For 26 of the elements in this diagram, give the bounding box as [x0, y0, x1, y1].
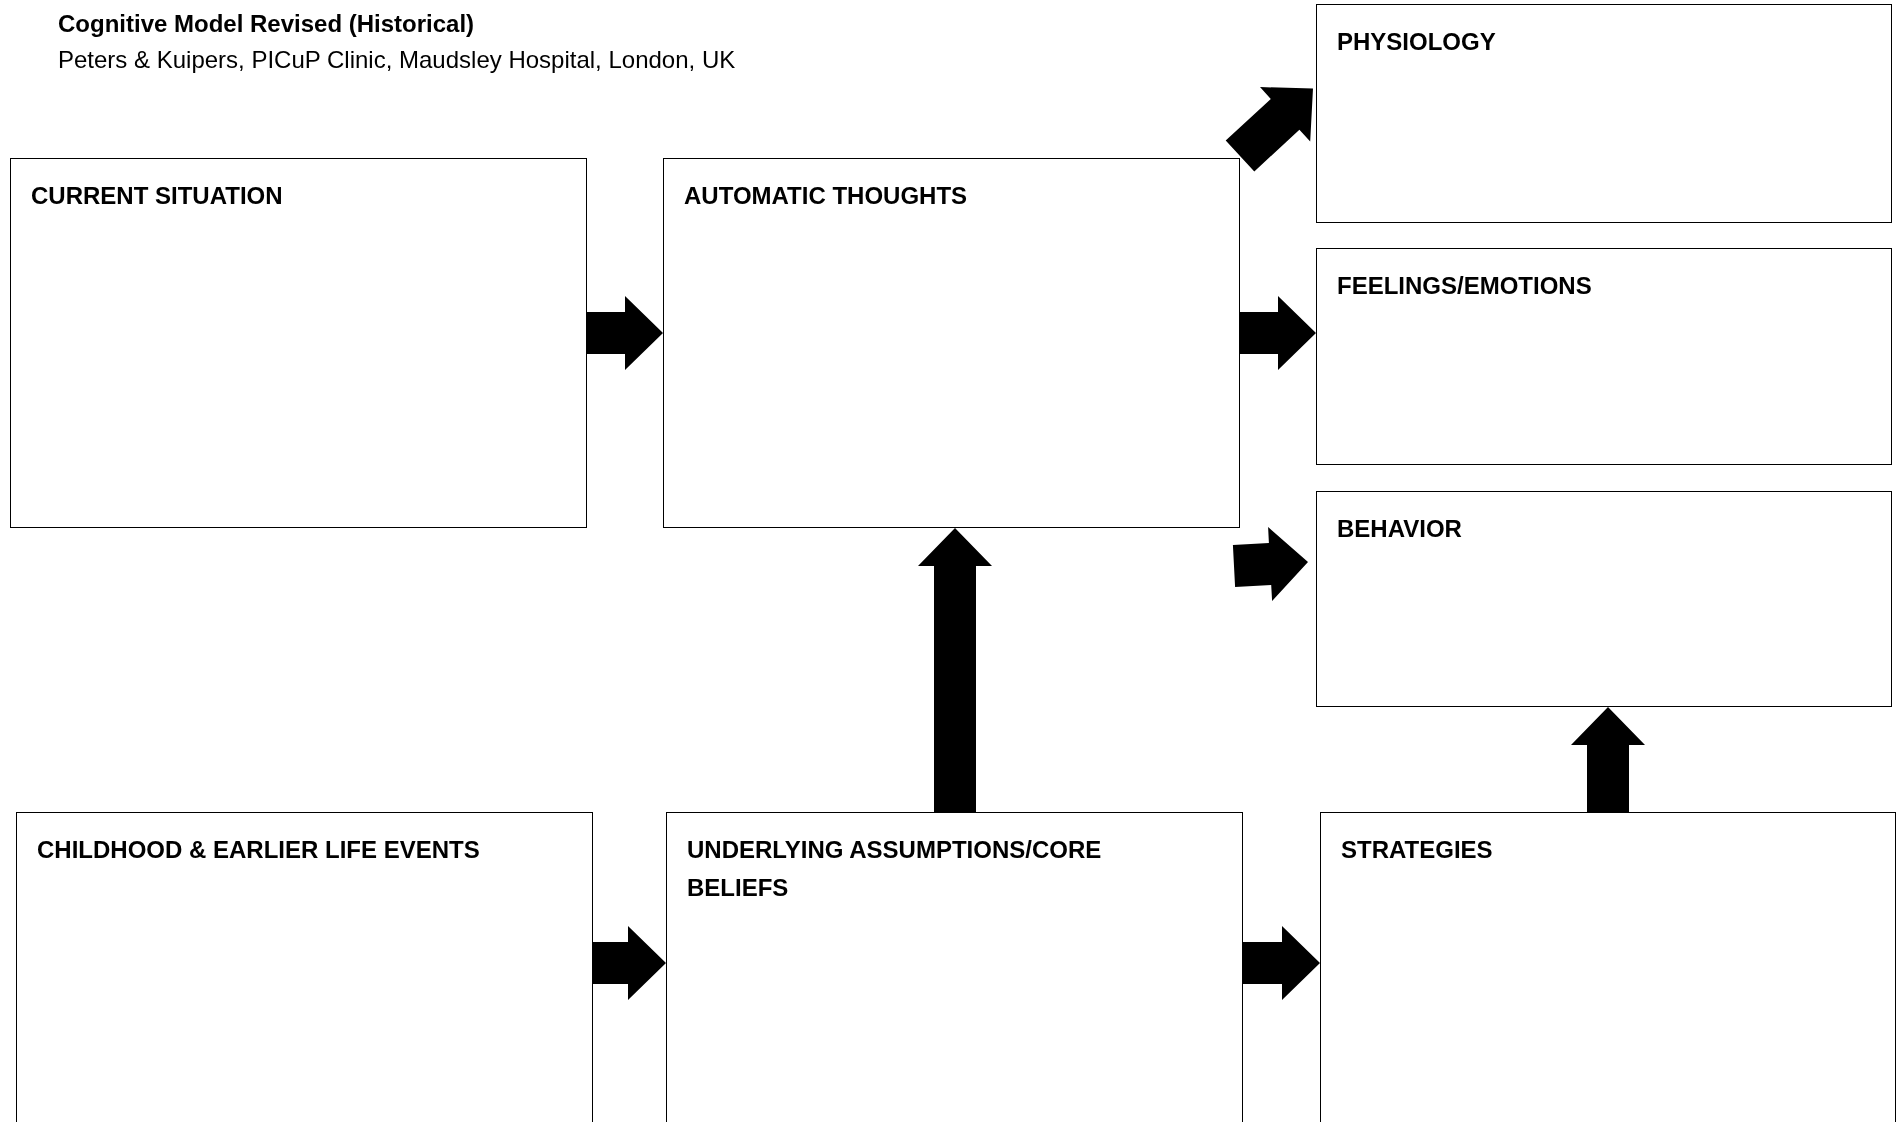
box-heading: FEELINGS/EMOTIONS	[1337, 271, 1592, 301]
block-arrow	[1243, 926, 1320, 1000]
box-heading: STRATEGIES	[1341, 835, 1493, 865]
text-box	[1316, 248, 1892, 465]
block-arrow	[1225, 87, 1313, 172]
text-box	[666, 812, 1243, 1122]
block-arrow	[1240, 296, 1316, 370]
box-heading: BEHAVIOR	[1337, 514, 1462, 544]
text-box	[663, 158, 1240, 528]
block-arrow	[1232, 527, 1308, 601]
text-box	[1316, 4, 1892, 223]
box-heading: UNDERLYING ASSUMPTIONS/CORE BELIEFS	[687, 835, 1103, 903]
box-heading: CURRENT SITUATION	[31, 181, 283, 211]
diagram-title: Cognitive Model Revised (Historical)	[58, 10, 475, 38]
text-box	[10, 158, 587, 528]
block-arrow	[1571, 707, 1645, 812]
box-heading: PHYSIOLOGY	[1337, 27, 1496, 57]
box-heading: CHILDHOOD & EARLIER LIFE EVENTS	[37, 835, 480, 865]
block-arrow	[918, 528, 992, 812]
box-heading: AUTOMATIC THOUGHTS	[684, 181, 968, 211]
text-box	[1320, 812, 1896, 1122]
subtitle: Peters & Kuipers, PICuP Clinic, Maudsley Hospital, London, UK	[58, 46, 736, 74]
block-arrow	[593, 926, 666, 1000]
text-box	[16, 812, 593, 1122]
text-box	[1316, 491, 1892, 707]
block-arrow	[587, 296, 663, 370]
